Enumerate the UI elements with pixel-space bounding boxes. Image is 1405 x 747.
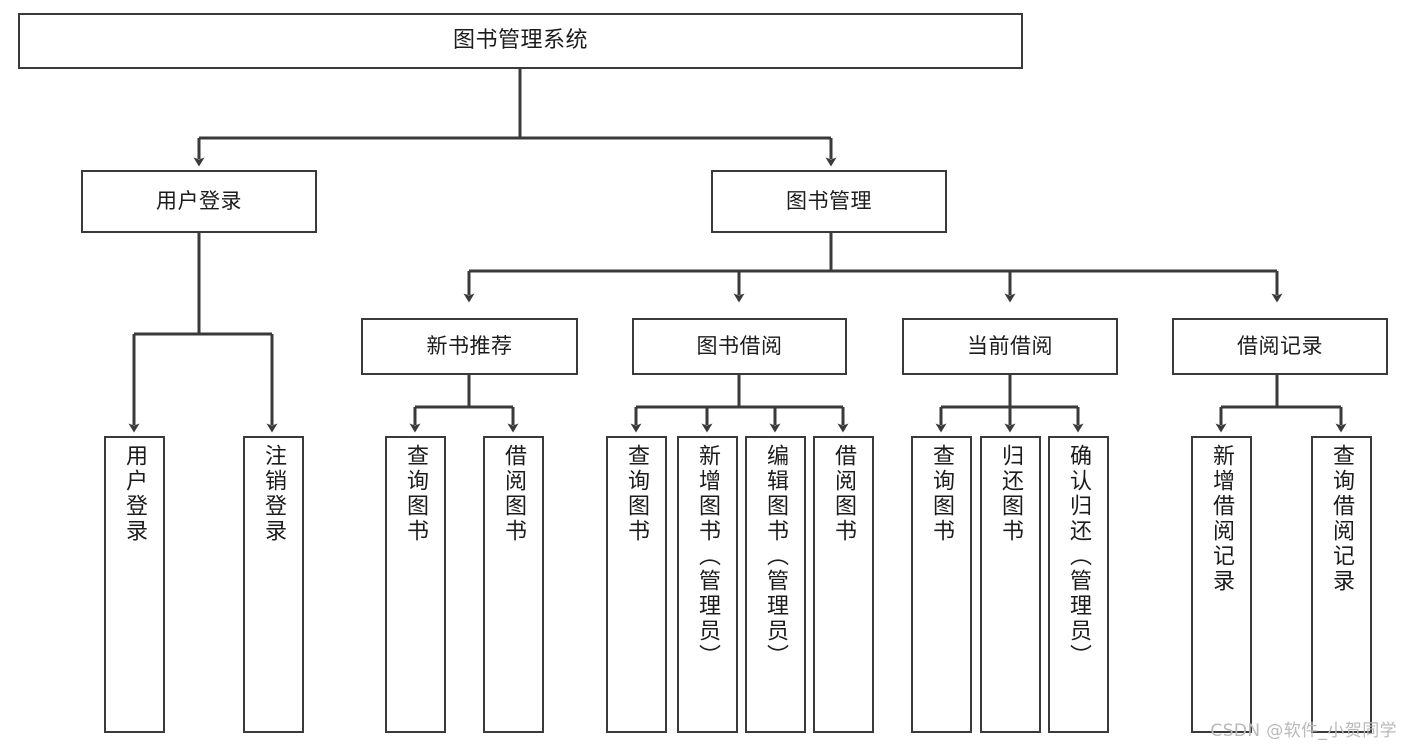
leaf-query-book-1[interactable]: 查询图书 — [385, 436, 446, 733]
node-new-book-recommend-label: 新书推荐 — [426, 334, 513, 359]
node-book-manage[interactable]: 图书管理 — [711, 170, 947, 233]
leaf-logout-login[interactable]: 注销登录 — [243, 436, 304, 733]
node-borrow-record-label: 借阅记录 — [1237, 334, 1323, 359]
leaf-add-book-label: 新增图书（管理员） — [695, 444, 721, 669]
leaf-edit-book[interactable]: 编辑图书（管理员） — [745, 436, 806, 733]
leaf-borrow-book-2-label: 借阅图书 — [831, 444, 857, 544]
watermark: CSDN @软件_小贺同学 — [1210, 721, 1397, 741]
leaf-borrow-book-1-label: 借阅图书 — [501, 444, 527, 544]
node-book-borrow-label: 图书借阅 — [696, 334, 783, 359]
leaf-query-record[interactable]: 查询借阅记录 — [1311, 436, 1372, 733]
leaf-user-login[interactable]: 用户登录 — [104, 436, 165, 733]
leaf-user-login-label: 用户登录 — [122, 444, 148, 544]
leaf-add-record-label: 新增借阅记录 — [1209, 444, 1235, 594]
leaf-borrow-book-1[interactable]: 借阅图书 — [483, 436, 544, 733]
node-user-login-label: 用户登录 — [156, 189, 242, 214]
node-root-system[interactable]: 图书管理系统 — [18, 13, 1023, 69]
leaf-return-book[interactable]: 归还图书 — [980, 436, 1041, 733]
node-book-manage-label: 图书管理 — [786, 189, 872, 214]
node-new-book-recommend[interactable]: 新书推荐 — [361, 318, 578, 375]
node-user-login[interactable]: 用户登录 — [81, 170, 317, 233]
node-current-borrow-label: 当前借阅 — [967, 334, 1053, 359]
leaf-query-book-3[interactable]: 查询图书 — [911, 436, 972, 733]
leaf-return-book-label: 归还图书 — [998, 444, 1024, 544]
leaf-logout-login-label: 注销登录 — [261, 444, 287, 544]
node-root-system-label: 图书管理系统 — [452, 28, 588, 54]
node-borrow-record[interactable]: 借阅记录 — [1172, 318, 1388, 375]
leaf-query-record-label: 查询借阅记录 — [1329, 444, 1355, 594]
leaf-add-record[interactable]: 新增借阅记录 — [1191, 436, 1252, 733]
leaf-edit-book-label: 编辑图书（管理员） — [763, 444, 789, 669]
node-book-borrow[interactable]: 图书借阅 — [632, 318, 847, 375]
leaf-query-book-2-label: 查询图书 — [624, 444, 650, 544]
leaf-add-book[interactable]: 新增图书（管理员） — [677, 436, 738, 733]
leaf-confirm-return-label: 确认归还（管理员） — [1066, 444, 1092, 669]
leaf-query-book-1-label: 查询图书 — [403, 444, 429, 544]
leaf-borrow-book-2[interactable]: 借阅图书 — [813, 436, 874, 733]
leaf-confirm-return[interactable]: 确认归还（管理员） — [1048, 436, 1109, 733]
leaf-query-book-2[interactable]: 查询图书 — [606, 436, 667, 733]
node-current-borrow[interactable]: 当前借阅 — [902, 318, 1118, 375]
leaf-query-book-3-label: 查询图书 — [929, 444, 955, 544]
